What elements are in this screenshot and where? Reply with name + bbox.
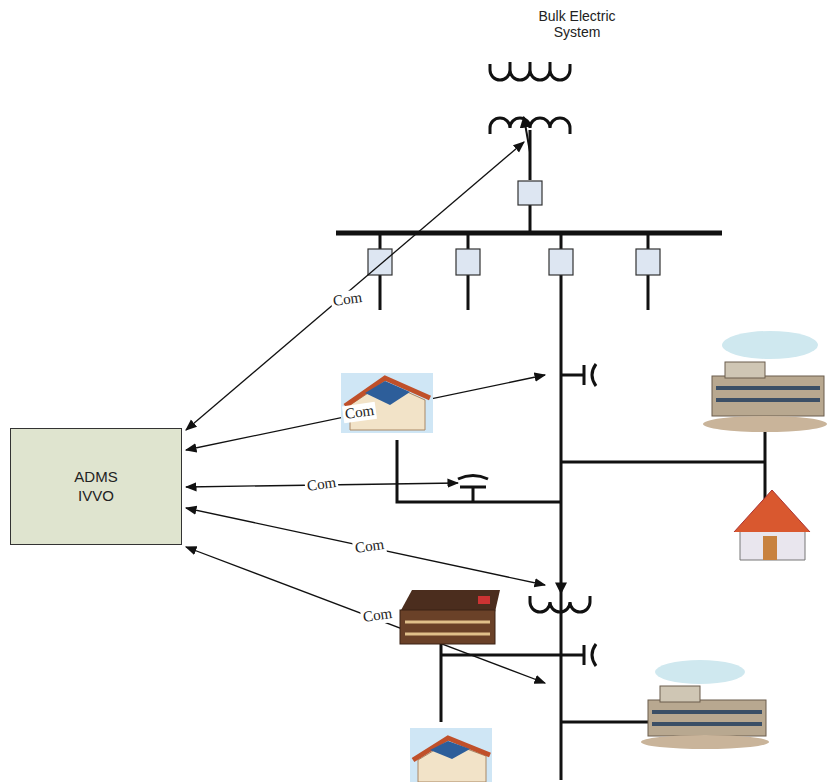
office-building-icon bbox=[703, 331, 827, 432]
com-label: Com bbox=[330, 289, 365, 311]
solar-house-icon bbox=[410, 728, 492, 782]
building-icon bbox=[400, 590, 500, 644]
office-building-icon bbox=[641, 660, 769, 749]
com-label: Com bbox=[360, 605, 395, 627]
box-label: ADMS IVVO bbox=[71, 468, 121, 506]
system-label: Bulk Electric System bbox=[517, 8, 637, 40]
com-label: Com bbox=[304, 474, 339, 496]
system-box: ADMS IVVO bbox=[10, 428, 182, 545]
house-icon bbox=[734, 490, 810, 560]
com-label: Com bbox=[352, 536, 387, 558]
solar-house-icon bbox=[341, 373, 433, 433]
